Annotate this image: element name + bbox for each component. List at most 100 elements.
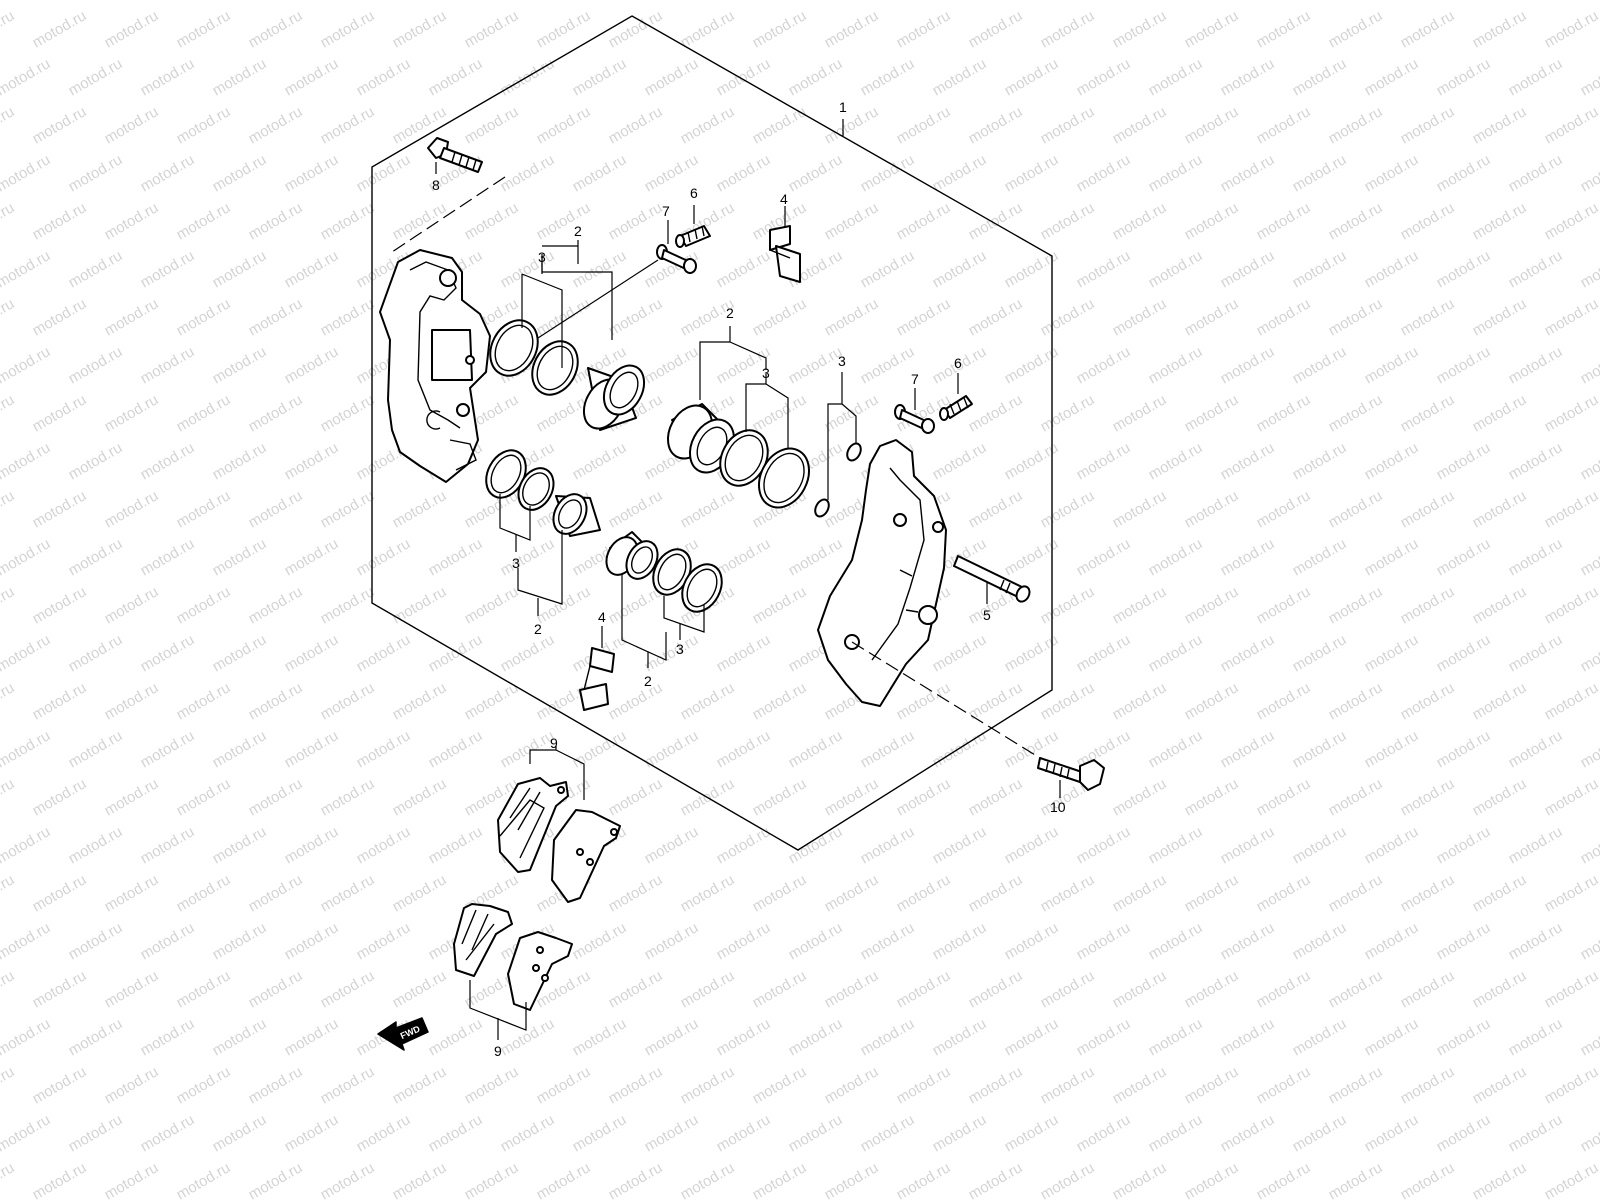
watermark-text: motod.ru [1182, 7, 1242, 51]
watermark-text: motod.ru [1002, 1111, 1062, 1155]
watermark-text: motod.ru [678, 871, 738, 915]
watermark-text: motod.ru [750, 1159, 810, 1200]
bracket-group-2-lower-left [517, 530, 563, 616]
watermark-text: motod.ru [1254, 7, 1314, 51]
watermark-text: motod.ru [570, 439, 630, 483]
watermark-text: motod.ru [894, 775, 954, 819]
watermark-text: motod.ru [1506, 919, 1566, 963]
watermark-text: motod.ru [30, 487, 90, 531]
watermark-text: motod.ru [1290, 247, 1350, 291]
watermark-text: motod.ru [714, 535, 774, 579]
watermark-text: motod.ru [1146, 247, 1206, 291]
seal-ring-upper-left-1-icon [489, 319, 539, 377]
watermark-text: motod.ru [1038, 871, 1098, 915]
watermark-text: motod.ru [66, 727, 126, 771]
watermark-text: motod.ru [570, 727, 630, 771]
watermark-text: motod.ru [642, 823, 702, 867]
watermark-text: motod.ru [318, 199, 378, 243]
watermark-text: motod.ru [246, 679, 306, 723]
watermark-text: motod.ru [174, 487, 234, 531]
watermark-text: motod.ru [1218, 343, 1278, 387]
watermark-text: motod.ru [246, 775, 306, 819]
watermark-text: motod.ru [0, 487, 17, 531]
watermark-text: motod.ru [678, 1063, 738, 1107]
watermark-text: motod.ru [1074, 1111, 1134, 1155]
watermark-text: motod.ru [66, 0, 126, 3]
watermark-text: motod.ru [0, 1159, 17, 1200]
watermark-text: motod.ru [0, 439, 53, 483]
watermark-text: motod.ru [750, 391, 810, 435]
watermark-text: motod.ru [1002, 0, 1062, 3]
watermark-text: motod.ru [1434, 631, 1494, 675]
watermark-text: motod.ru [210, 919, 270, 963]
watermark-text: motod.ru [210, 727, 270, 771]
watermark-text: motod.ru [0, 55, 53, 99]
watermark-text: motod.ru [138, 727, 198, 771]
watermark-text: motod.ru [66, 919, 126, 963]
watermark-text: motod.ru [0, 151, 53, 195]
watermark-text: motod.ru [1326, 775, 1386, 819]
watermark-text: motod.ru [0, 823, 53, 867]
watermark-text: motod.ru [1542, 1063, 1600, 1107]
watermark-text: motod.ru [210, 1015, 270, 1059]
watermark-text: motod.ru [750, 7, 810, 51]
watermark-text: motod.ru [966, 871, 1026, 915]
watermark-text: motod.ru [1506, 631, 1566, 675]
watermark-text: motod.ru [1398, 871, 1458, 915]
watermark-text: motod.ru [354, 727, 414, 771]
watermark-text: motod.ru [858, 1111, 918, 1155]
watermark-text: motod.ru [282, 823, 342, 867]
watermark-text: motod.ru [1074, 0, 1134, 3]
watermark-text: motod.ru [678, 1159, 738, 1200]
watermark-text: motod.ru [1218, 247, 1278, 291]
watermark-text: motod.ru [930, 823, 990, 867]
watermark-text: motod.ru [1182, 679, 1242, 723]
watermark-text: motod.ru [966, 775, 1026, 819]
watermark-text: motod.ru [1110, 775, 1170, 819]
watermark-text: motod.ru [138, 343, 198, 387]
watermark-text: motod.ru [1218, 727, 1278, 771]
watermark-text: motod.ru [318, 487, 378, 531]
callout-4-lower: 4 [598, 609, 606, 625]
watermark-text: motod.ru [1542, 7, 1600, 51]
watermark-text: motod.ru [966, 487, 1026, 531]
watermark-text: motod.ru [246, 1159, 306, 1200]
watermark-text: motod.ru [0, 919, 53, 963]
watermark-text: motod.ru [678, 967, 738, 1011]
watermark-text: motod.ru [1578, 439, 1600, 483]
watermark-text: motod.ru [1218, 1015, 1278, 1059]
watermark-text: motod.ru [0, 247, 53, 291]
watermark-text: motod.ru [246, 583, 306, 627]
watermark-text: motod.ru [1578, 1015, 1600, 1059]
watermark-text: motod.ru [1290, 343, 1350, 387]
watermark-text: motod.ru [1398, 487, 1458, 531]
watermark-text: motod.ru [786, 1111, 846, 1155]
watermark-text: motod.ru [462, 679, 522, 723]
bracket-group-9-upper [529, 746, 585, 800]
watermark-text: motod.ru [1434, 823, 1494, 867]
watermark-text: motod.ru [1254, 871, 1314, 915]
watermark-text: motod.ru [1146, 439, 1206, 483]
watermark-text: motod.ru [1038, 487, 1098, 531]
callout-6-upper: 6 [690, 185, 698, 201]
watermark-text: motod.ru [246, 7, 306, 51]
watermark-text: motod.ru [30, 1063, 90, 1107]
callout-8: 8 [432, 177, 440, 193]
watermark-text: motod.ru [1110, 391, 1170, 435]
watermark-text: motod.ru [1146, 1111, 1206, 1155]
watermark-text: motod.ru [1470, 391, 1530, 435]
watermark-text: motod.ru [30, 583, 90, 627]
watermark-text: motod.ru [1290, 823, 1350, 867]
watermark-text: motod.ru [750, 679, 810, 723]
watermark-text: motod.ru [318, 967, 378, 1011]
watermark-text: motod.ru [1578, 343, 1600, 387]
watermark-text: motod.ru [102, 295, 162, 339]
watermark-text: motod.ru [0, 199, 17, 243]
watermark-text: motod.ru [390, 583, 450, 627]
watermark-text: motod.ru [1182, 775, 1242, 819]
watermark-text: motod.ru [102, 7, 162, 51]
watermark-text: motod.ru [1218, 151, 1278, 195]
watermark-text: motod.ru [714, 631, 774, 675]
watermark-text: motod.ru [858, 55, 918, 99]
axis-line-7a [537, 259, 659, 339]
